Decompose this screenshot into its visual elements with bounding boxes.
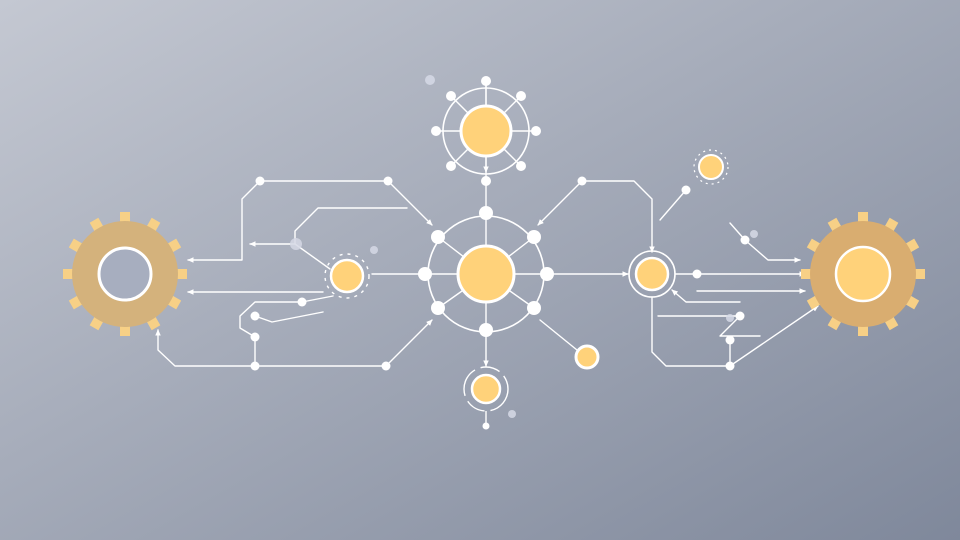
dot — [508, 410, 516, 418]
faint-dots — [290, 75, 758, 418]
connector — [155, 329, 256, 367]
connector — [254, 311, 324, 323]
hub-icon — [431, 76, 541, 186]
hub-icon — [463, 366, 509, 429]
connector — [187, 180, 261, 263]
node — [735, 311, 745, 321]
connector — [249, 207, 408, 247]
hub-icon — [574, 344, 600, 370]
hub-icon — [324, 253, 370, 299]
gear-icon — [63, 212, 187, 336]
node — [725, 361, 735, 371]
node — [255, 176, 265, 186]
node — [725, 335, 735, 345]
connector — [539, 319, 578, 351]
connector — [729, 222, 801, 263]
dot — [370, 246, 378, 254]
connector — [537, 180, 583, 226]
node — [577, 176, 587, 186]
connector — [719, 315, 761, 337]
junction-nodes — [250, 176, 750, 430]
connector — [581, 180, 655, 253]
connector — [651, 296, 819, 367]
node — [297, 297, 307, 307]
dot — [290, 238, 302, 250]
hub-icon — [628, 250, 676, 298]
connector — [301, 295, 334, 303]
node — [681, 185, 691, 195]
hub-icon — [418, 206, 554, 337]
node — [482, 422, 490, 430]
node — [250, 332, 260, 342]
node — [383, 176, 393, 186]
connector — [239, 301, 303, 338]
connector — [294, 243, 331, 270]
node — [692, 269, 702, 279]
node — [250, 311, 260, 321]
connector — [659, 189, 687, 221]
dot — [425, 75, 435, 85]
node — [381, 361, 391, 371]
dot — [726, 314, 734, 322]
gear-icon — [801, 212, 925, 336]
hub-icon — [693, 149, 729, 185]
node — [250, 361, 260, 371]
connector — [671, 289, 741, 303]
node — [740, 235, 750, 245]
dot — [750, 230, 758, 238]
